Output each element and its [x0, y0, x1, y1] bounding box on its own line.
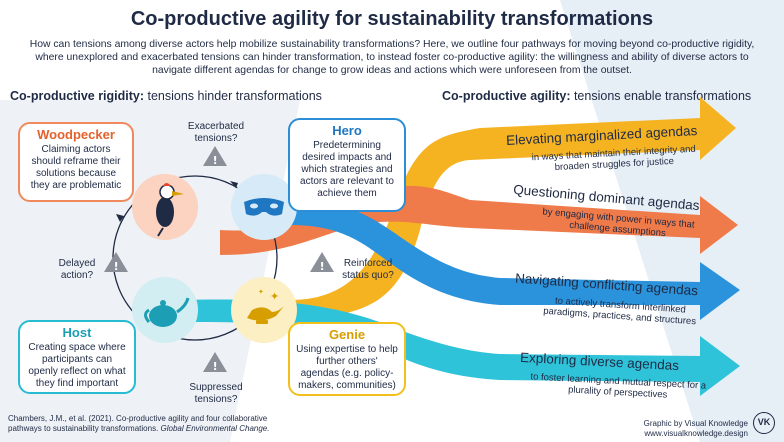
credit-line1: Graphic by Visual Knowledge [643, 419, 748, 428]
hero-card: Hero Predetermining desired impacts and … [288, 118, 406, 212]
agility-heading-bold: Co-productive agility: [442, 89, 571, 103]
hero-name: Hero [332, 123, 362, 138]
mask-icon [244, 198, 284, 216]
ring-arrowhead [116, 214, 124, 222]
warning-icon: ! [310, 252, 334, 273]
citation: Chambers, J.M., et al. (2021). Co-produc… [8, 414, 269, 434]
svg-text:✦: ✦ [258, 288, 264, 296]
svg-text:!: ! [213, 360, 218, 373]
ring-arrowhead [230, 181, 238, 188]
woodpecker-desc: Claiming actors should reframe their sol… [30, 144, 122, 191]
rigidity-heading: Co-productive rigidity: tensions hinder … [10, 89, 322, 103]
tension-suppressed: Suppressed tensions? [189, 382, 243, 405]
warning-icon: ! [104, 252, 128, 273]
vk-logo: VK [753, 412, 775, 434]
ribbon-navigating [290, 200, 740, 320]
genie-name: Genie [328, 327, 366, 342]
host-card: Host Creating space where participants c… [18, 320, 136, 394]
agility-heading-rest: tensions enable transformations [570, 89, 752, 103]
woodpecker-disc [132, 174, 198, 240]
tension-reinforced: Reinforced status quo? [342, 258, 394, 281]
citation-line1: Chambers, J.M., et al. (2021). Co-produc… [8, 414, 268, 423]
rigidity-heading-bold: Co-productive rigidity: [10, 89, 145, 103]
tension-delayed: Delayed action? [58, 258, 96, 281]
woodpecker-card: Woodpecker Claiming actors should refram… [18, 122, 134, 202]
intro-text: How can tensions among diverse actors he… [29, 39, 755, 76]
svg-text:!: ! [320, 260, 325, 273]
credit: Graphic by Visual Knowledge www.visualkn… [644, 419, 748, 439]
hero-disc [231, 174, 297, 240]
genie-disc: ✦ ✦ [231, 277, 297, 343]
credit-line2[interactable]: www.visualknowledge.design [644, 429, 748, 438]
warning-icon: ! [203, 352, 227, 373]
page-title: Co-productive agility for sustainability… [130, 8, 654, 30]
genie-desc: Using expertise to help further others' … [296, 344, 398, 391]
hero-desc: Predetermining desired impacts and which… [300, 140, 394, 199]
host-desc: Creating space where participants can op… [28, 342, 126, 389]
lamp-icon [247, 306, 284, 321]
citation-line2: pathways to sustainability transformatio… [8, 424, 161, 433]
tension-exacerbated: Exacerbated tensions? [187, 121, 245, 144]
woodpecker-icon [156, 197, 174, 227]
svg-text:!: ! [114, 260, 119, 273]
teapot-icon [149, 305, 177, 327]
host-disc [132, 277, 198, 343]
rigidity-heading-rest: tensions hinder transformations [144, 89, 322, 103]
agility-heading: Co-productive agility: tensions enable t… [442, 89, 751, 103]
genie-card: Genie Using expertise to help further ot… [288, 322, 406, 396]
warning-icon: ! [203, 146, 227, 167]
woodpecker-name: Woodpecker [37, 127, 115, 142]
host-name: Host [62, 325, 92, 340]
svg-text:✦: ✦ [270, 290, 279, 303]
svg-text:!: ! [213, 154, 218, 167]
citation-journal: Global Environmental Change. [160, 424, 270, 433]
